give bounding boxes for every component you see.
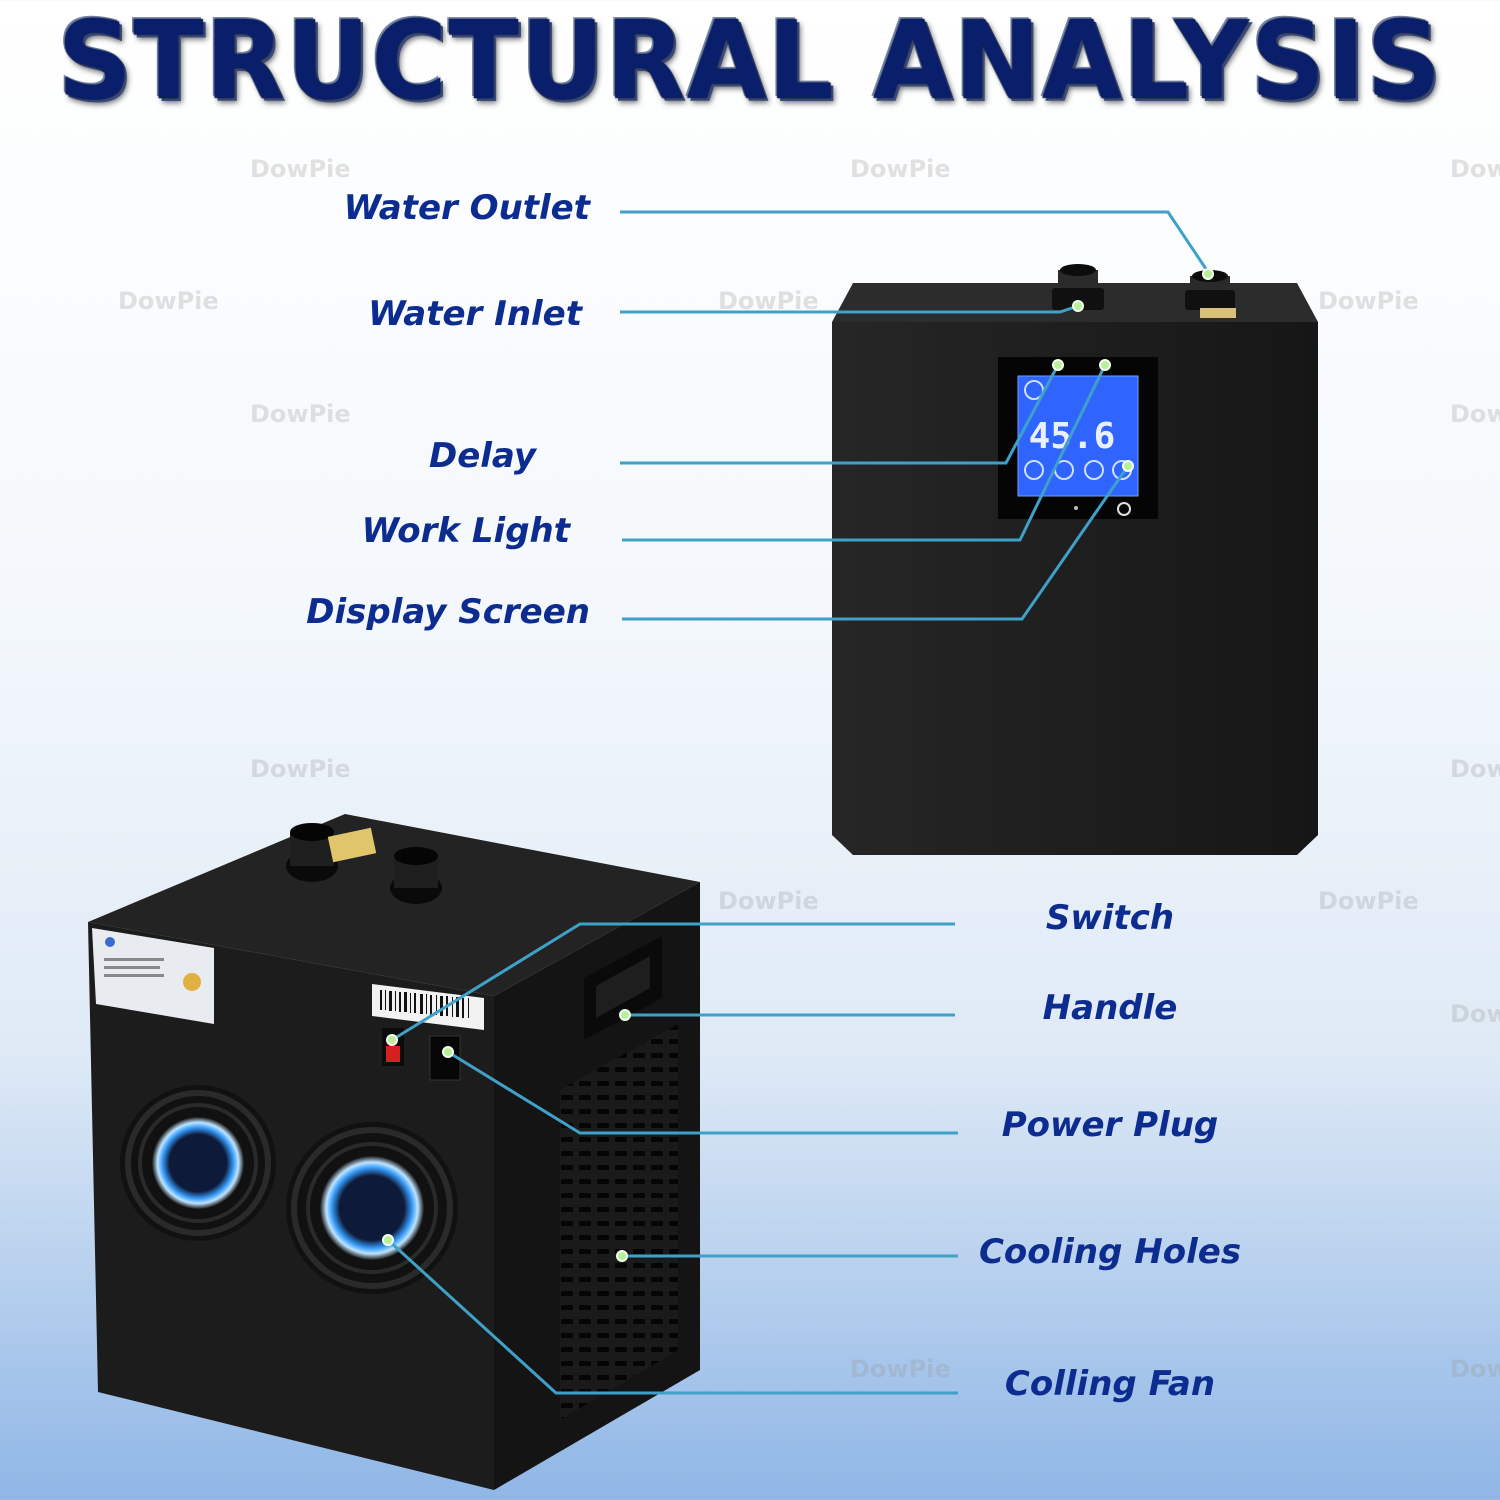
display-reading: 45.6 [1029, 416, 1116, 457]
marker-delay [1052, 359, 1064, 371]
marker-power-plug [442, 1046, 454, 1058]
label-water-outlet: Water Outlet [343, 188, 590, 228]
label-work-light: Work Light [361, 511, 570, 551]
watermark: DowPie [718, 287, 819, 315]
watermark: DowPie [1450, 1355, 1500, 1383]
label-switch: Switch [1045, 898, 1175, 938]
marker-display-screen [1122, 460, 1134, 472]
water-outlet-connector [1185, 270, 1235, 310]
cooling-fan-left [120, 1085, 276, 1241]
marker-work-light [1099, 359, 1111, 371]
leader-line-water-outlet [620, 210, 1210, 273]
marker-switch [386, 1034, 398, 1046]
label-handle: Handle [1042, 988, 1178, 1028]
leader-line-display-screen [622, 465, 1130, 621]
watermark: DowPie [718, 887, 819, 915]
label-display-screen: Display Screen [306, 592, 590, 632]
brand-logo-icon [1117, 502, 1131, 516]
rear-connector [390, 847, 442, 904]
label-power-plug: Power Plug [1001, 1105, 1219, 1145]
leader-line-work-light [622, 364, 1107, 542]
control-panel: 45.6 [998, 357, 1158, 519]
watermark: DowPie [850, 155, 951, 183]
side-handle [584, 936, 662, 1040]
marker-water-outlet [1202, 268, 1214, 280]
watermark: DowPie [250, 755, 351, 783]
spec-label [92, 928, 214, 1024]
warning-sticker [1200, 308, 1236, 318]
marker-colling-fan [382, 1234, 394, 1246]
cooling-fan-right [286, 1122, 458, 1294]
marker-cooling-holes [616, 1250, 628, 1262]
leader-line-power-plug [447, 1050, 958, 1135]
watermark: DowPie [1318, 287, 1419, 315]
watermark: DowPie [850, 1355, 951, 1383]
chiller-front-view: 45.6 [832, 264, 1318, 855]
chiller-rear-view [88, 814, 700, 1490]
watermark: DowPie [1318, 887, 1419, 915]
label-cooling-holes: Cooling Holes [978, 1232, 1242, 1272]
rear-connector [286, 823, 338, 882]
marker-handle [619, 1009, 631, 1021]
leader-line-water-inlet [620, 304, 1079, 314]
leader-line-colling-fan [386, 1238, 958, 1395]
leader-lines [386, 210, 1210, 1395]
marker-dots [382, 268, 1214, 1262]
label-colling-fan: Colling Fan [1004, 1364, 1216, 1404]
label-water-inlet: Water Inlet [368, 294, 582, 334]
leader-line-delay [620, 364, 1060, 465]
leader-line-switch [391, 922, 955, 1042]
watermark: DowPie [1450, 1000, 1500, 1028]
top-warning-sticker [327, 827, 377, 863]
cooling-vent-holes [560, 1024, 678, 1420]
watermark: DowPie [250, 400, 351, 428]
marker-water-inlet [1072, 300, 1084, 312]
watermark: DowPie [1450, 400, 1500, 428]
watermark: DowPie [1450, 755, 1500, 783]
water-inlet-connector [1052, 264, 1104, 310]
label-delay: Delay [429, 436, 536, 476]
watermark: DowPie [118, 287, 219, 315]
watermark: DowPie [1450, 155, 1500, 183]
page-title: STRUCTURAL ANALYSIS [57, 0, 1443, 124]
watermark: DowPie [250, 155, 351, 183]
